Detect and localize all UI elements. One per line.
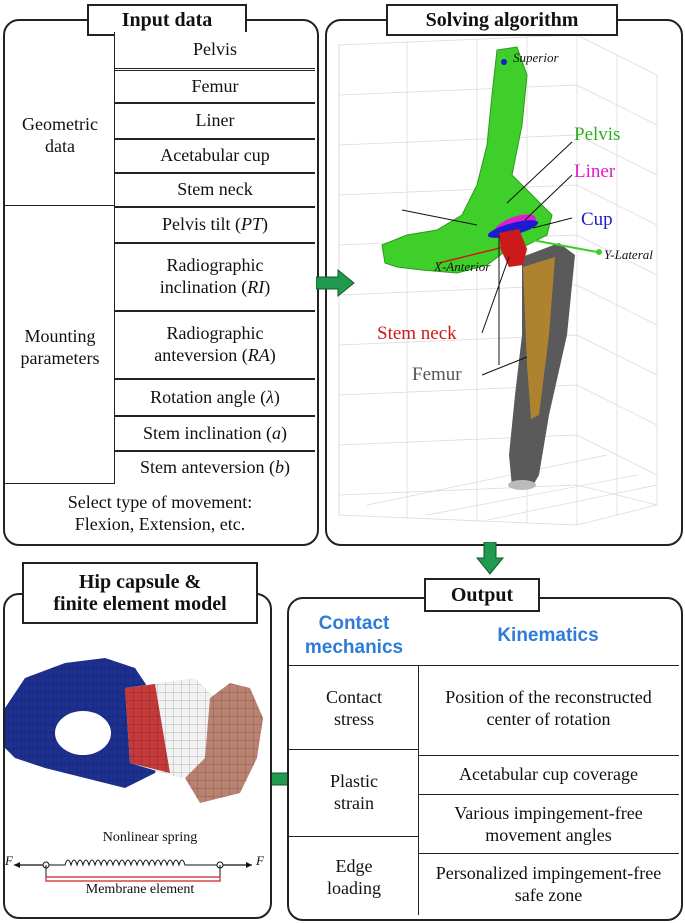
label-y-lateral: Y-Lateral — [604, 247, 653, 262]
solving-algorithm-title: Solving algorithm — [386, 4, 618, 36]
mounting-item-pelvis-tilt: Pelvis tilt (PT) — [114, 207, 315, 243]
mounting-item-radiographic-anteversion: Radiographic anteversion (RA) — [114, 311, 315, 379]
mounting-item-stem-anteversion-symbol: b — [274, 457, 284, 478]
geometric-data-text: Geometric data — [22, 113, 98, 157]
output-movement-angles: Various impingement-free movement angles — [419, 797, 678, 851]
mounting-item-radiographic-inclination-symbol: RI — [247, 277, 265, 297]
geometric-item-acetabular-cup: Acetabular cup — [114, 139, 315, 173]
pelvis-shape — [381, 46, 553, 274]
label-femur: Femur — [412, 364, 462, 385]
stem-neck-shape — [499, 229, 527, 267]
mounting-item-stem-anteversion: Stem anteversion (b) — [114, 451, 315, 484]
output-center-of-rotation: Position of the reconstructed center of … — [419, 668, 678, 748]
grid-box — [338, 35, 658, 526]
spring-membrane-schematic — [14, 859, 252, 882]
cup-leader — [532, 217, 573, 229]
movement-angles-text: Various impingement-free movement angles — [454, 802, 643, 846]
mounting-parameters-text: Mounting parameters — [20, 325, 100, 369]
movement-line-2: Flexion, Extension, etc. — [74, 514, 246, 534]
contact-divider-1 — [289, 749, 419, 750]
geometric-item-pelvis: Pelvis — [114, 32, 315, 69]
geometric-item-liner: Liner — [114, 103, 315, 139]
contact-stress-text: Contact stress — [326, 686, 382, 730]
femur-stem — [523, 257, 555, 419]
center-of-rotation-text: Position of the reconstructed center of … — [445, 686, 652, 730]
geometric-data-label: Geometric data — [6, 68, 114, 202]
spring-label: Nonlinear spring — [102, 830, 198, 845]
mounting-item-pelvis-tilt-text: Pelvis tilt — [161, 214, 231, 235]
stem-neck-leader — [481, 256, 510, 334]
contact-mechanics-header-line-2: mechanics — [304, 637, 404, 658]
contact-divider-2 — [289, 836, 419, 837]
mounting-item-stem-inclination-text: Stem inclination — [143, 422, 262, 443]
kinematics-header: Kinematics — [497, 625, 599, 647]
x-anterior-axis — [438, 244, 513, 264]
mounting-parameters-label: Mounting parameters — [6, 212, 114, 482]
femur-end — [508, 480, 536, 490]
mounting-item-rotation-angle-symbol: λ — [266, 386, 274, 407]
solver-3d-scene: Superior Pelvis Liner Cup Y-Lateral X-An… — [338, 35, 658, 526]
y-lateral-axis — [531, 239, 598, 253]
mounting-item-radiographic-inclination: Radiographic inclination (RI) — [114, 243, 315, 311]
output-cup-coverage: Acetabular cup coverage — [459, 763, 638, 784]
label-superior: Superior — [513, 50, 559, 65]
mounting-item-rotation-angle-text: Rotation angle — [150, 386, 256, 407]
label-pelvis: Pelvis — [574, 124, 620, 145]
label-stem-neck: Stem neck — [377, 323, 457, 344]
extra-leader — [401, 209, 478, 226]
output-panel — [287, 597, 683, 921]
superior-axis-dot — [501, 59, 507, 65]
contact-mechanics-header-line-1: Contact — [318, 613, 390, 635]
mounting-item-radiographic-anteversion-text: Radiographic anteversion — [154, 323, 264, 365]
spring-coil — [49, 859, 217, 867]
geometric-item-femur: Femur — [114, 70, 315, 103]
femur-leader — [481, 356, 528, 376]
contact-mechanics-header: Contact mechanics — [290, 608, 418, 664]
movement-selection-text: Select type of movement: Flexion, Extens… — [6, 486, 314, 540]
membrane-label: Membrane element — [85, 882, 195, 897]
mounting-item-radiographic-anteversion-symbol: RA — [247, 345, 270, 365]
output-header-divider — [289, 665, 679, 666]
kinematics-divider-2 — [418, 794, 679, 795]
hip-capsule-title: Hip capsule & finite element model — [22, 562, 258, 624]
label-cup: Cup — [581, 209, 613, 230]
label-liner: Liner — [574, 161, 616, 182]
output-safe-zone: Personalized impingement-free safe zone — [419, 855, 678, 913]
obturator-hole — [55, 711, 111, 755]
arrow-input-to-solver — [316, 268, 355, 298]
kinematics-divider-1 — [418, 755, 679, 756]
force-label-right: F — [256, 853, 264, 868]
pelvis-leader — [506, 141, 573, 204]
output-plastic-strain: Plastic strain — [290, 752, 418, 832]
output-contact-stress: Contact stress — [290, 668, 418, 748]
mounting-item-radiographic-inclination-text: Radiographic inclination — [159, 255, 264, 297]
input-data-title: Input data — [87, 4, 247, 36]
output-title: Output — [424, 578, 540, 612]
safe-zone-text: Personalized impingement-free safe zone — [435, 862, 662, 906]
output-column-divider — [418, 665, 419, 915]
mounting-item-stem-anteversion-text: Stem anteversion — [140, 457, 265, 478]
liner-leader — [524, 174, 573, 221]
membrane-element — [45, 876, 221, 882]
capsule-fe-model — [5, 658, 263, 803]
hip-capsule-title-line-2: finite element model — [53, 593, 227, 615]
label-x-anterior: X-Anterior — [433, 259, 491, 274]
mounting-item-stem-inclination: Stem inclination (a) — [114, 416, 315, 451]
mounting-item-rotation-angle: Rotation angle (λ) — [114, 379, 315, 416]
mounting-item-stem-inclination-symbol: a — [272, 422, 281, 443]
output-edge-loading: Edge loading — [290, 838, 418, 916]
edge-loading-text: Edge loading — [327, 855, 381, 899]
mounting-item-pelvis-tilt-symbol: PT — [241, 214, 263, 235]
kinematics-divider-3 — [418, 853, 679, 854]
plastic-strain-text: Plastic strain — [330, 770, 378, 814]
movement-line-1: Select type of movement: — [67, 491, 253, 512]
hip-capsule-title-line-1: Hip capsule & — [78, 571, 202, 593]
geometric-item-stem-neck: Stem neck — [114, 173, 315, 207]
arrow-solver-to-output — [475, 542, 505, 575]
force-label-left: F — [5, 853, 13, 868]
